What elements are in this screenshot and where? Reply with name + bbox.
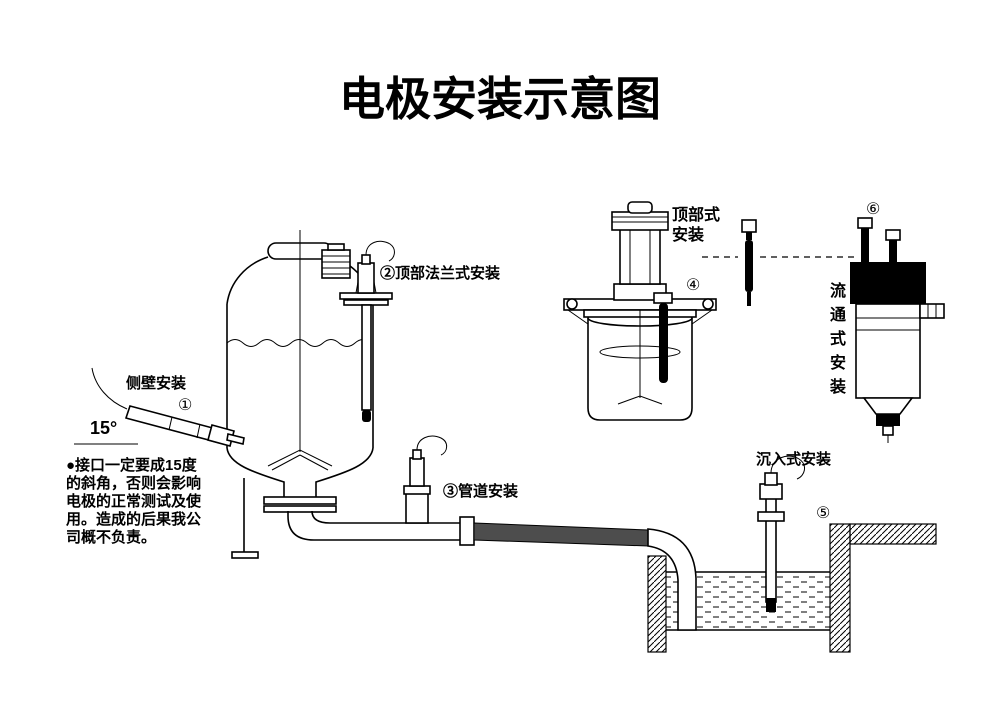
top-mount-assembly: 顶部式 安装 ④: [563, 201, 720, 421]
submerged-electrode: 沉入式安装 ⑤: [756, 450, 832, 612]
bottom-flange: [263, 496, 337, 505]
tube-clamp: [757, 511, 785, 522]
warning-line: 的斜角，否则会影响: [66, 474, 201, 492]
flow-cell-number: ⑥: [866, 201, 880, 218]
side-wall-electrode: 15° 侧壁安装 ①: [74, 367, 245, 447]
pipeline-label: ③管道安装: [443, 482, 519, 500]
top-mount-label-line2: 安装: [672, 225, 704, 244]
tank-assembly: ②顶部法兰式安装: [226, 230, 501, 559]
svg-text:安: 安: [830, 353, 846, 372]
top-flange-label: ②顶部法兰式安装: [380, 264, 501, 282]
flange-bolt-right: [702, 298, 714, 310]
warning-line: 司概不负责。: [66, 528, 156, 546]
pit-right-wall: [829, 523, 851, 653]
flow-cell-assembly: ⑥ 流 通 式 安 装: [829, 201, 945, 443]
tank-motor: [321, 243, 351, 279]
flow-cell-outlet: [919, 303, 945, 319]
electrode-cable: [770, 455, 805, 480]
warning-line: 用。造成的后果我公: [66, 510, 201, 528]
reference-electrode: [702, 219, 854, 306]
svg-text:装: 装: [829, 377, 846, 396]
flow-cell-label: 流 通 式 安 装: [829, 281, 846, 396]
warning-line: ●接口一定要成15度: [66, 456, 198, 474]
pipeline-electrode: ③管道安装: [403, 435, 519, 524]
electrode-cable: [365, 240, 395, 262]
stirrer-shaft: [617, 310, 663, 405]
svg-text:通: 通: [830, 306, 846, 324]
pipe-downcomer: [647, 528, 697, 631]
tank-foot: [231, 551, 259, 559]
sump-pit: [647, 523, 937, 653]
pipe-coupling: [459, 516, 475, 546]
agitator-shaft: [267, 232, 333, 471]
pit-left-wall: [647, 555, 667, 653]
angle-label: 15°: [90, 418, 117, 438]
flange-bolt-left: [566, 298, 578, 310]
flow-cell-head: [850, 262, 926, 304]
ground-hatch: [849, 523, 937, 545]
stirrer-motor: [611, 201, 669, 301]
electrode-tip: [766, 598, 776, 612]
warning-note: ●接口一定要成15度 的斜角，否则会影响 电极的正常测试及使 用。造成的后果我公…: [66, 456, 202, 546]
flow-cell-nut: [876, 414, 900, 426]
drain-pipe: [287, 510, 649, 547]
warning-line: 电极的正常测试及使: [66, 492, 202, 510]
svg-text:流: 流: [830, 281, 846, 300]
submerged-number: ⑤: [816, 505, 830, 522]
submerged-label: 沉入式安装: [756, 450, 832, 468]
flow-cell-electrode-1: [857, 217, 873, 262]
flow-cell-electrode-2: [885, 229, 901, 270]
side-wall-label: 侧壁安装: [126, 374, 187, 392]
side-wall-number: ①: [178, 397, 192, 414]
page-title: 电极安装示意图: [339, 74, 661, 125]
top-flange-electrode: [339, 240, 395, 422]
electrode-cable: [91, 367, 128, 410]
liquid-level-wave: [226, 339, 372, 347]
svg-text:式: 式: [830, 329, 846, 348]
top-mount-number: ④: [686, 277, 700, 294]
pipe-tee: [405, 489, 429, 524]
top-mount-label-line1: 顶部式: [672, 205, 720, 224]
electrode-cable: [416, 435, 448, 456]
pipe-run: [473, 522, 649, 547]
top-mount-electrode: [653, 292, 673, 383]
